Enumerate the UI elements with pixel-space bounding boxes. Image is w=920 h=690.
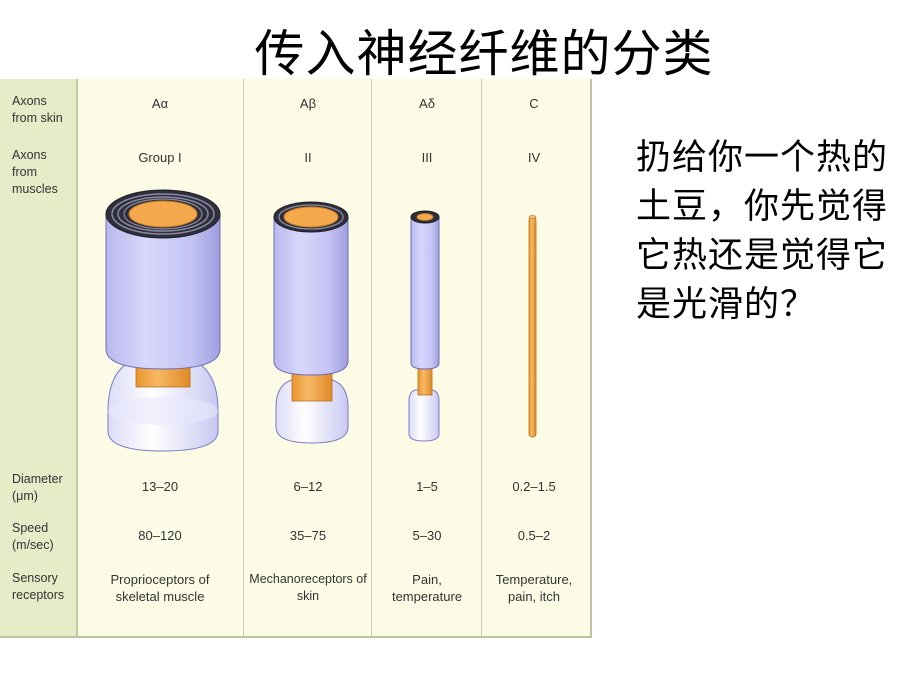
col3-skin-class: Aδ bbox=[419, 96, 435, 111]
col2-receptors: Mechanoreceptors of skin bbox=[249, 572, 367, 603]
col4-receptors: Temperature, pain, itch bbox=[495, 572, 573, 604]
nerve-fiber-illustrations bbox=[105, 189, 537, 452]
a-beta-fiber bbox=[273, 201, 349, 444]
row-label-skin: Axons from skin bbox=[12, 94, 63, 125]
column-divider bbox=[481, 79, 482, 636]
col4-diameter: 0.2–1.5 bbox=[512, 479, 556, 494]
row-label-diameter: Diameter (μm) bbox=[12, 472, 63, 503]
nerve-fiber-figure: Axons from skin Axons from muscles Diame… bbox=[0, 79, 592, 638]
col2-speed: 35–75 bbox=[289, 528, 327, 543]
column-divider bbox=[243, 79, 244, 636]
col1-diameter: 13–20 bbox=[141, 479, 179, 494]
a-alpha-fiber bbox=[105, 189, 221, 452]
slide-title: 传入神经纤维的分类 bbox=[254, 25, 714, 83]
col1-skin-class: Aα bbox=[151, 96, 169, 111]
row-label-receptors: Sensory receptors bbox=[12, 571, 65, 602]
a-delta-fiber bbox=[408, 210, 440, 442]
row-label-speed: Speed (m/sec) bbox=[12, 521, 54, 552]
col3-muscle-group: III bbox=[421, 150, 433, 165]
column-divider bbox=[371, 79, 372, 636]
c-fiber bbox=[528, 215, 537, 438]
col3-speed: 5–30 bbox=[412, 528, 442, 543]
col2-diameter: 6–12 bbox=[293, 479, 323, 494]
row-label-muscle: Axons from muscles bbox=[12, 148, 58, 196]
col3-diameter: 1–5 bbox=[416, 479, 438, 494]
col1-receptors: Proprioceptors of skeletal muscle bbox=[110, 572, 210, 604]
col3-receptors: Pain, temperature bbox=[391, 572, 463, 604]
col2-muscle-group: II bbox=[304, 150, 312, 165]
col1-muscle-group: Group I bbox=[138, 150, 182, 165]
col4-skin-class: C bbox=[529, 96, 539, 111]
col1-speed: 80–120 bbox=[138, 528, 182, 543]
col2-skin-class: Aβ bbox=[299, 96, 317, 111]
row-label-column: Axons from skin Axons from muscles Diame… bbox=[0, 79, 78, 636]
question-text: 扔给你一个热的土豆，你先觉得它热还是觉得它是光滑的？ bbox=[636, 138, 889, 325]
col4-speed: 0.5–2 bbox=[517, 528, 551, 543]
col4-muscle-group: IV bbox=[527, 150, 541, 165]
